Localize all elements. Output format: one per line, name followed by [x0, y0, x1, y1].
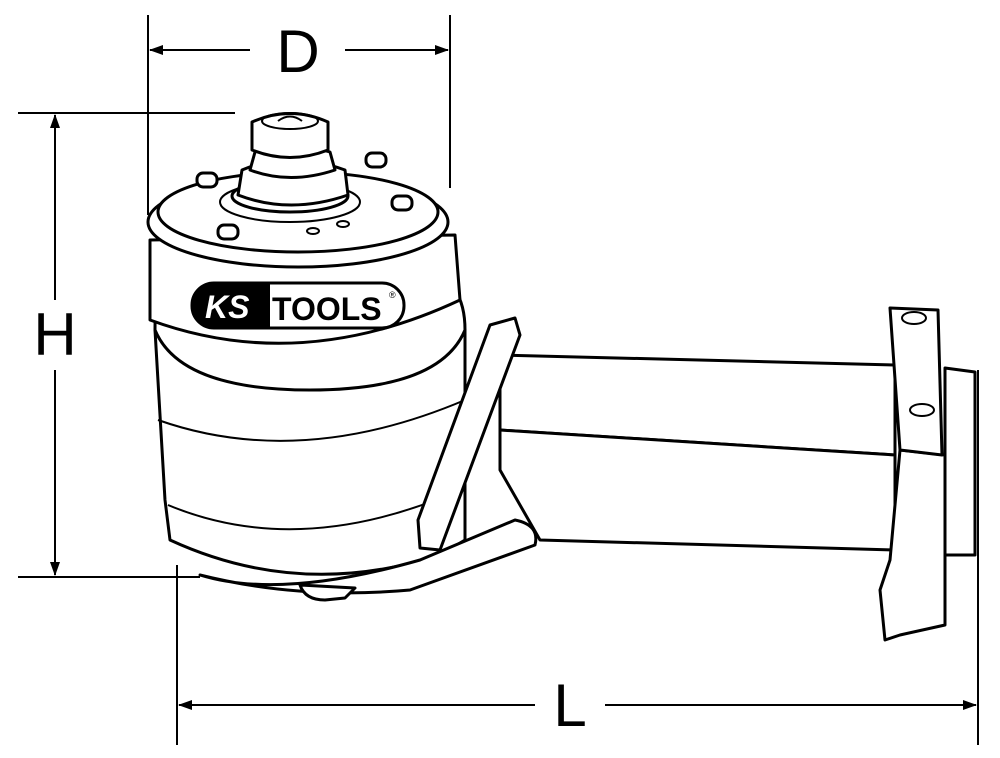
dimension-h-label: H — [27, 305, 83, 365]
dimension-d-label: D — [270, 22, 326, 82]
dimension-h — [18, 112, 235, 578]
svg-text:®: ® — [389, 290, 396, 300]
dimension-l-label: L — [547, 676, 593, 736]
svg-text:KS: KS — [205, 289, 250, 325]
ks-tools-logo: KS TOOLS ® — [190, 281, 406, 330]
tool-body — [146, 112, 538, 602]
dimension-d — [147, 15, 451, 215]
dimension-l — [176, 370, 979, 745]
reaction-arm — [498, 306, 977, 642]
bolts — [195, 151, 414, 241]
svg-text:TOOLS: TOOLS — [272, 291, 382, 327]
